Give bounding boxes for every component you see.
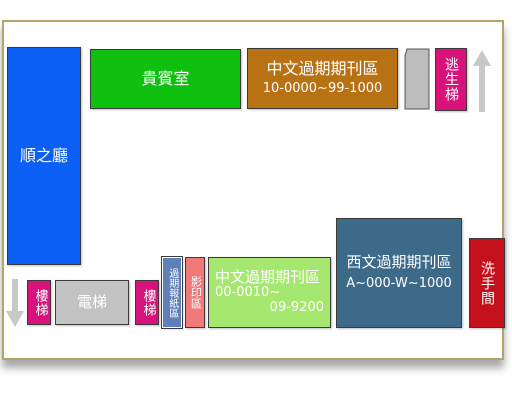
door-shape — [404, 48, 430, 110]
stairs-left: 樓梯 — [27, 280, 51, 325]
periodicals-label: 過期報紙區 — [166, 267, 178, 318]
restroom: 洗手間 — [469, 238, 505, 328]
elevator-label: 電梯 — [76, 292, 107, 311]
elevator: 電梯 — [55, 280, 129, 325]
restroom-label: 洗手間 — [479, 260, 496, 306]
stairs-mid: 樓梯 — [135, 280, 159, 325]
chinese-periodicals-back: 中文過期期刊區 10-0000~99-1000 — [247, 48, 398, 109]
vip-room: 貴賓室 — [90, 49, 241, 109]
western-periodicals: 西文過期期刊區 A~000-W~1000 — [336, 218, 462, 328]
stairs-mid-label: 樓梯 — [140, 288, 156, 317]
chinese-front-range2: 09-9200 — [269, 300, 324, 316]
arrow-down-icon — [6, 279, 24, 327]
chinese-back-title: 中文過期期刊區 — [266, 59, 379, 79]
western-range: A~000-W~1000 — [346, 276, 452, 292]
chinese-back-range: 10-0000~99-1000 — [262, 80, 383, 96]
chinese-periodicals-front: 中文過期期刊區 00-0010~ 09-9200 — [208, 257, 331, 328]
arrow-up-icon — [473, 50, 491, 112]
vip-label: 貴賓室 — [141, 68, 190, 88]
escape-stairs: 逃生梯 — [435, 48, 467, 111]
copy-area: 影印區 — [185, 257, 205, 328]
copy-label: 影印區 — [189, 276, 203, 309]
chinese-front-title: 中文過期期刊區 — [215, 267, 321, 286]
periodicals-area: 過期報紙區 — [161, 256, 183, 329]
western-title: 西文過期期刊區 — [346, 252, 452, 271]
chinese-front-range1: 00-0010~ — [215, 285, 281, 301]
escape-stairs-label: 逃生梯 — [443, 57, 460, 102]
stairs-left-label: 樓梯 — [32, 288, 48, 317]
hall-room: 順之廳 — [7, 47, 81, 265]
hall-label: 順之廳 — [19, 145, 68, 165]
